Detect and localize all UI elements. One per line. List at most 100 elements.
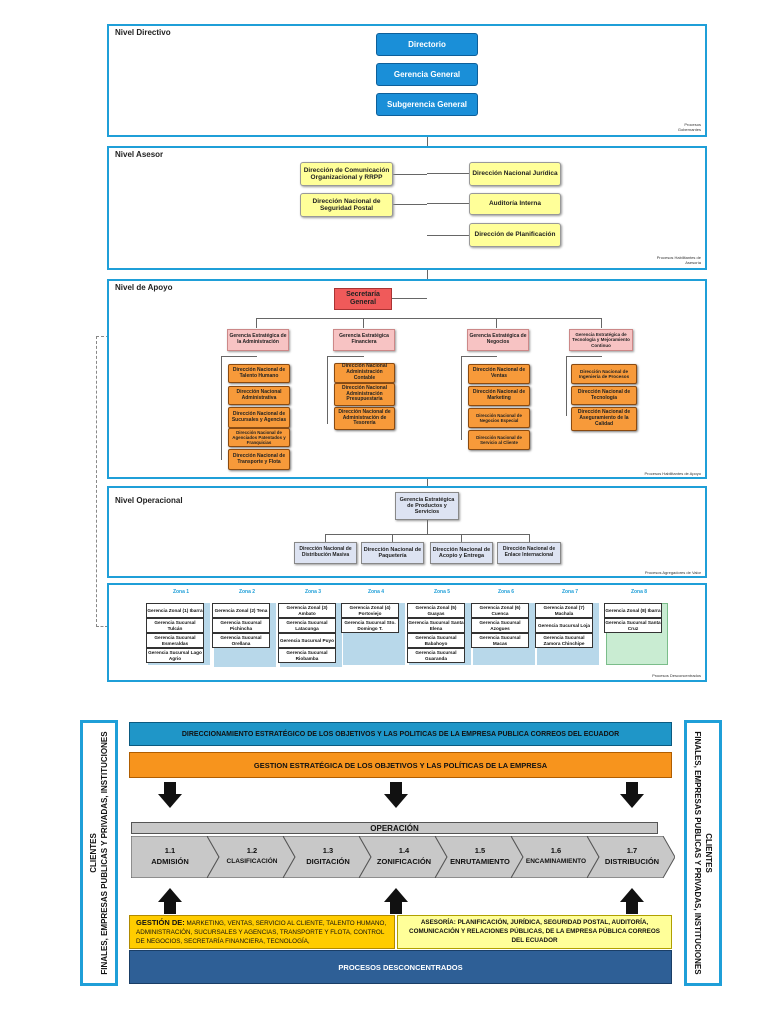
process-label: Procesos Gobernantes [677, 122, 701, 132]
zone-office[interactable]: Gerencia Sucursal Santa Cruz [604, 618, 662, 633]
paqueteria-box[interactable]: Dirección Nacional de Paquetería [361, 542, 424, 564]
gerencia-administracion-box[interactable]: Gerencia Estratégica de la Administració… [227, 329, 289, 351]
zone-office[interactable]: Gerencia Sucursal Guaranda [407, 648, 465, 663]
agenciados-box[interactable]: Dirección Nacional de Agenciados Patenta… [228, 428, 290, 447]
zone-label: Zona 3 [304, 589, 322, 595]
tesoreria-box[interactable]: Dirección Nacional de Administración de … [334, 407, 395, 430]
zone-office[interactable]: Gerencia Zonal (3) Ambato [278, 603, 336, 618]
zone-office[interactable]: Gerencia Sucursal Azogues [471, 618, 529, 633]
oper-drop [427, 520, 428, 534]
gerencias-hline [256, 318, 602, 319]
zone-office[interactable]: Gerencia Sucursal Babahoyo [407, 633, 465, 648]
auditoria-box[interactable]: Auditoría Interna [469, 193, 561, 215]
panel-nivel-asesor: Nivel Asesor Procesos Habilitantes de As… [107, 146, 707, 270]
juridica-box[interactable]: Dirección Nacional Jurídica [469, 162, 561, 186]
tecnologia-box[interactable]: Dirección Nacional de Tecnología [571, 386, 637, 405]
subgerencia-general-box[interactable]: Subgerencia General [376, 93, 478, 116]
oper-drop [461, 534, 462, 542]
negocios-especial-box[interactable]: Dirección Nacional de Negocios Especial [468, 408, 530, 428]
zone-office[interactable]: Gerencia Sucursal Latacunga [278, 618, 336, 633]
gerencia-drop [601, 318, 602, 328]
zone-office[interactable]: Gerencia Sucursal Tulcán [146, 618, 204, 633]
zone-office[interactable]: Gerencia Zonal (1) Ibarra [146, 603, 204, 618]
secretaria-connector [392, 298, 427, 299]
seguridad-postal-box[interactable]: Dirección Nacional de Seguridad Postal [300, 193, 393, 217]
talento-humano-box[interactable]: Dirección Nacional de Talento Humano [228, 364, 290, 383]
zone-office[interactable]: Gerencia Sucursal Lago Agrio [146, 648, 204, 663]
ventas-box[interactable]: Dirección Nacional de Ventas [468, 364, 530, 384]
operacion-header: OPERACIÓN [131, 822, 658, 834]
oper-drop [325, 534, 326, 542]
step-number: 1.5 [474, 846, 486, 855]
zone-office[interactable]: Gerencia Zonal (8) Ibarra [604, 603, 662, 618]
zone-office[interactable]: Gerencia Sucursal Macas [471, 633, 529, 648]
zone-office[interactable]: Gerencia Sucursal Riobamba [278, 648, 336, 663]
zone-office[interactable]: Gerencia Sucursal Orellana [212, 633, 270, 648]
acopio-entrega-box[interactable]: Dirección Nacional de Acopio y Entrega [430, 542, 493, 564]
step-name: ZONIFICACIÓN [376, 857, 432, 866]
step-number: 1.6 [550, 846, 562, 855]
step-name: DIGITACIÓN [306, 857, 350, 866]
zone-office[interactable]: Gerencia Sucursal Santa Elena [407, 618, 465, 633]
marketing-box[interactable]: Dirección Nacional de Marketing [468, 386, 530, 406]
admin-hook [221, 356, 257, 357]
gerencia-general-box[interactable]: Gerencia General [376, 63, 478, 86]
gerencia-productos-box[interactable]: Gerencia Estratégica de Productos y Serv… [395, 492, 459, 520]
level-title: Nivel Operacional [115, 496, 183, 505]
asesor-right-connector [427, 173, 469, 174]
gerencia-tecnologia-box[interactable]: Gerencia Estratégica de Tecnología y Mej… [569, 329, 633, 351]
zone-office[interactable]: Gerencia Zonal (4) Portoviejo [341, 603, 399, 618]
process-label: Procesos Habilitantes de Apoyo [644, 471, 701, 476]
oper-drop [392, 534, 393, 542]
zone-office[interactable]: Gerencia Zonal (6) Cuenca [471, 603, 529, 618]
up-arrow-icon [384, 888, 408, 914]
administrativa-box[interactable]: Dirección Nacional Administrativa [228, 386, 290, 405]
presupuestaria-box[interactable]: Dirección Nacional Administración Presup… [334, 383, 395, 406]
zone-office[interactable]: Gerencia Sucursal Esmeraldas [146, 633, 204, 648]
transporte-flota-box[interactable]: Dirección Nacional de Transporte y Flota [228, 449, 290, 470]
sucursales-agencias-box[interactable]: Dirección Nacional de Sucursales y Agenc… [228, 407, 290, 428]
zone-office[interactable]: Gerencia Sucursal Zamora Chinchipe [535, 633, 593, 648]
contable-box[interactable]: Dirección Nacional Administración Contab… [334, 363, 395, 383]
calidad-box[interactable]: Dirección Nacional de Aseguramiento de l… [571, 407, 637, 431]
directorio-box[interactable]: Directorio [376, 33, 478, 56]
zone-office[interactable]: Gerencia Zonal (2) Tena [212, 603, 270, 618]
asesoria-label: ASESORÍA: [420, 919, 456, 926]
secretaria-general-box[interactable]: Secretaría General [334, 288, 392, 310]
asesor-left-connector [392, 174, 427, 175]
zone-office[interactable]: Gerencia Sucursal Loja [535, 618, 593, 633]
dashed-connector-bottom [96, 626, 108, 627]
zone-office[interactable]: Gerencia Zonal (7) Machala [535, 603, 593, 618]
comunicacion-box[interactable]: Dirección de Comunicación Organizacional… [300, 162, 393, 186]
left-clients-text: CLIENTES FINALES, EMPRESAS PUBLICAS Y PR… [88, 720, 110, 986]
servicio-cliente-box[interactable]: Dirección Nacional de Servicio al Client… [468, 430, 530, 450]
zone-label: Zona 4 [367, 589, 385, 595]
asesoria-text: PLANIFICACIÓN, JURÍDICA, SEGURIDAD POSTA… [409, 919, 660, 944]
gestion-label: GESTIÓN DE: [136, 918, 185, 927]
zone-office[interactable]: Gerencia Sucursal Pichincha [212, 618, 270, 633]
gerencia-negocios-box[interactable]: Gerencia Estratégica de Negocios [467, 329, 529, 351]
left-clients-subtitle: FINALES, EMPRESAS PUBLICAS Y PRIVADAS, I… [100, 731, 109, 975]
ingenieria-procesos-box[interactable]: Dirección Nacional de Ingeniería de Proc… [571, 364, 637, 384]
admin-spine [221, 356, 222, 460]
gerencia-drop [256, 318, 257, 328]
right-clients-subtitle: FINALES, EMPRESAS PUBLICAS Y PRIVADAS, I… [693, 731, 702, 975]
zone-office[interactable]: Gerencia Sucursal Sto. Domingo T. [341, 618, 399, 633]
neg-spine [461, 356, 462, 440]
planificacion-box[interactable]: Dirección de Planificación [469, 223, 561, 247]
enlace-internacional-box[interactable]: Dirección Nacional de Enlace Internacion… [497, 542, 561, 564]
step-number: 1.4 [398, 846, 410, 855]
gerencia-financiera-box[interactable]: Gerencia Estratégica Financiera [333, 329, 395, 351]
process-label: Procesos Habilitantes de Asesoría [656, 255, 701, 265]
distribucion-masiva-box[interactable]: Dirección Nacional de Distribución Masiv… [294, 542, 357, 564]
step-name: CLASIFICACIÓN [226, 858, 278, 865]
zone-office[interactable]: Gerencia Zonal (5) Guayas [407, 603, 465, 618]
zone-office[interactable]: Gerencia Sucursal Puyo [278, 633, 336, 648]
